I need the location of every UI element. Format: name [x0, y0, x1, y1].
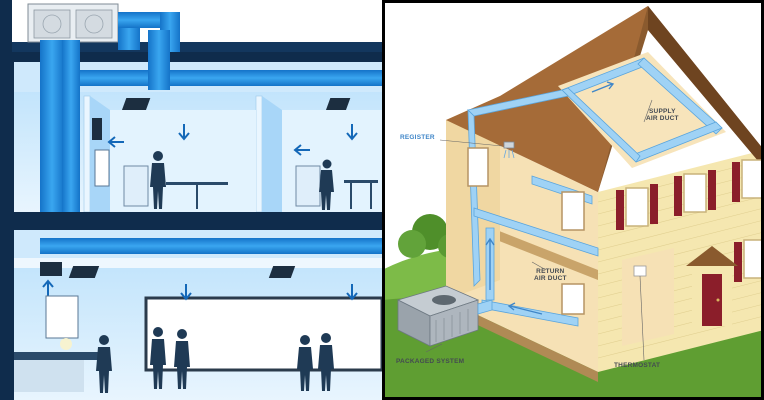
people-lower [96, 327, 334, 393]
front-door [702, 274, 722, 326]
label-return-air-duct: RETURN AIR DUCT [534, 268, 567, 283]
label-packaged-system: PACKAGED SYSTEM [396, 358, 465, 365]
exterior-windows [616, 159, 764, 282]
upper-supply-duct [40, 70, 382, 86]
commercial-building-cutaway [0, 0, 382, 400]
supply-air-duct [561, 57, 723, 163]
label-supply-air-duct: SUPPLY AIR DUCT [646, 108, 679, 123]
house-cutaway: REGISTER SUPPLY AIR DUCT RETURN AIR DUCT… [382, 0, 764, 400]
register [503, 141, 515, 149]
building-section-drawing [0, 0, 382, 400]
label-thermostat: THERMOSTAT [614, 362, 661, 369]
label-return-line2: AIR DUCT [534, 275, 567, 283]
people-upper [150, 151, 334, 210]
label-supply-line2: AIR DUCT [646, 115, 679, 123]
thermostat-device [633, 265, 647, 277]
label-return-line1: RETURN [536, 268, 565, 275]
packaged-system-unit [396, 285, 480, 347]
rooftop-unit [27, 3, 119, 43]
lower-supply-duct [40, 238, 382, 254]
house-section-drawing [382, 0, 764, 400]
label-supply-line1: SUPPLY [649, 108, 676, 115]
label-register: REGISTER [400, 134, 435, 141]
